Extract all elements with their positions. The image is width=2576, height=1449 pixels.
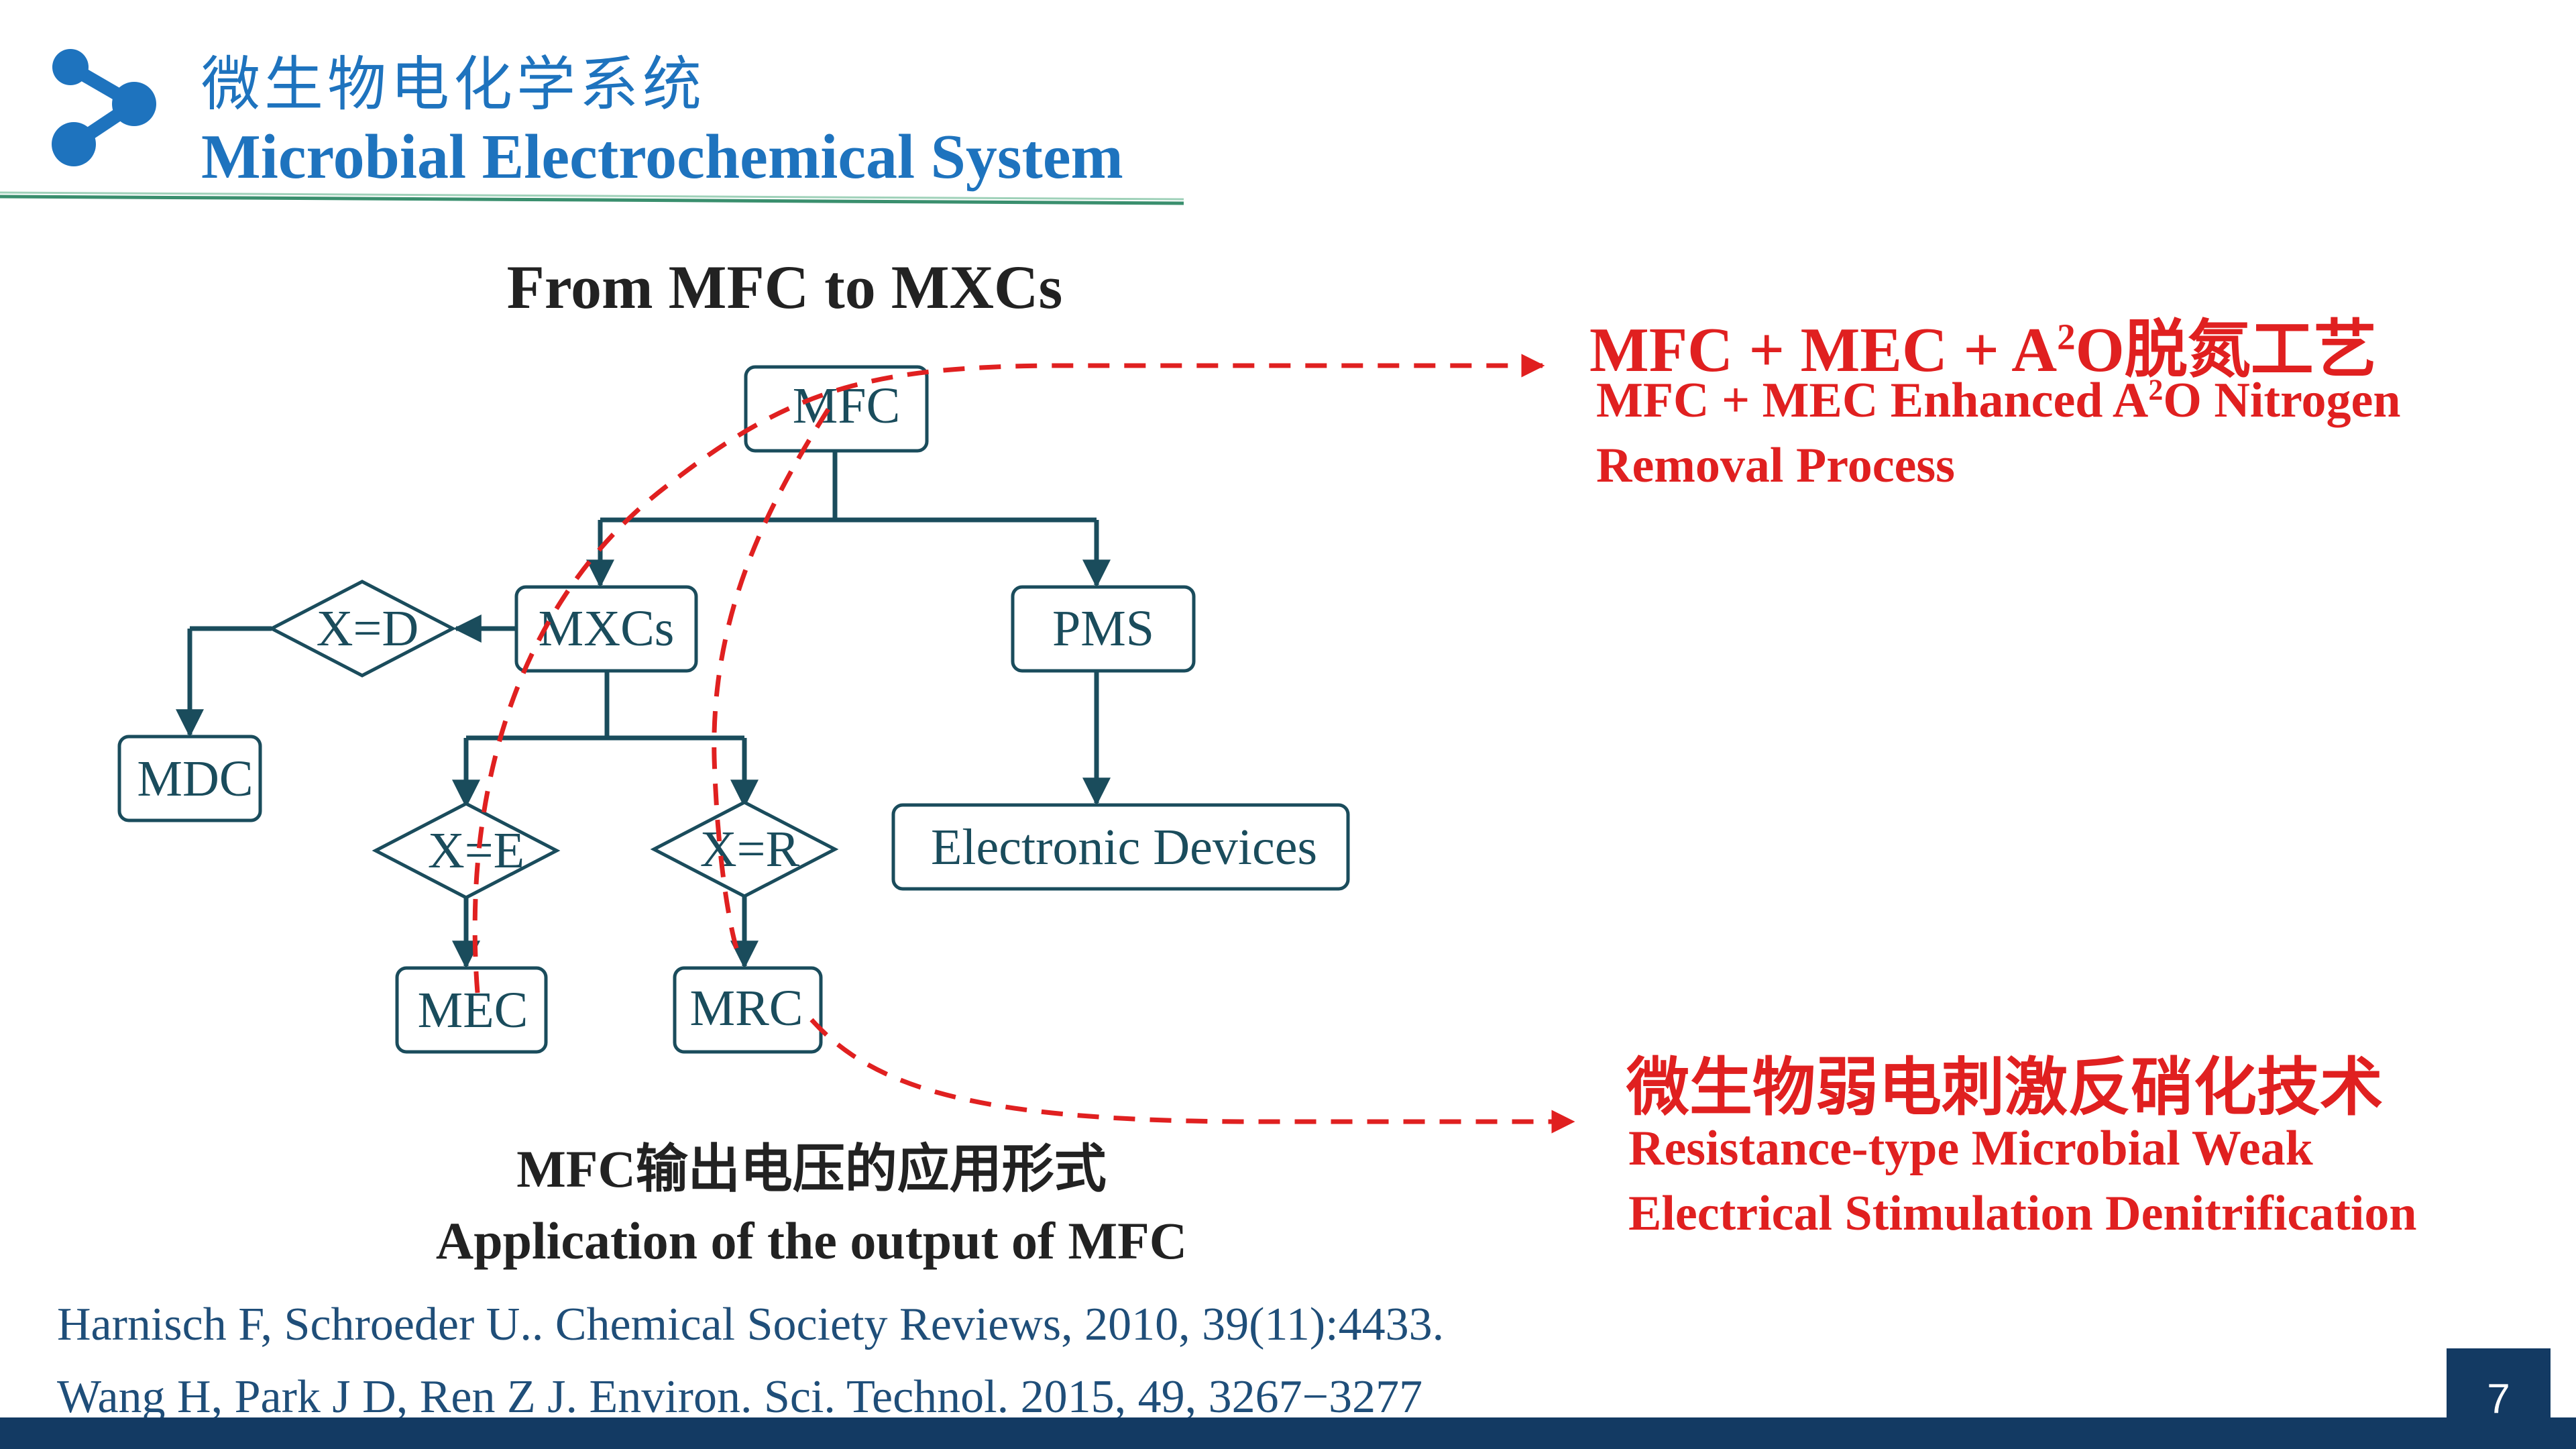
mec-node: [395, 966, 548, 1054]
mxcs-label: MXCs: [539, 600, 675, 657]
pms-label: PMS: [1052, 600, 1154, 657]
top-callout-subtitle-line2: Removal Process: [1596, 438, 1955, 493]
pms-node: [1011, 585, 1196, 673]
page-number: 7: [2447, 1348, 2551, 1449]
footer-bar: [0, 1417, 2576, 1449]
mrc-label: MRC: [690, 980, 803, 1036]
diagram-caption-en: Application of the output of MFC: [435, 1212, 1188, 1270]
x-equals-r-decision: [650, 800, 839, 898]
diagram-caption-cn: MFC输出电压的应用形式: [516, 1140, 1107, 1198]
x-equals-d-decision: [268, 580, 457, 678]
xr-label: X=R: [700, 821, 800, 877]
electronic-devices-label: Electronic Devices: [931, 819, 1317, 875]
xd-label: X=D: [317, 600, 419, 657]
bottom-callout-subtitle-line1: Resistance-type Microbial Weak: [1628, 1121, 2313, 1176]
mdc-label: MDC: [137, 751, 253, 807]
mdc-node: [117, 735, 262, 822]
page-title-en: Microbial Electrochemical System: [201, 122, 1123, 192]
bottom-callout-subtitle-line2: Electrical Stimulation Denitrification: [1628, 1186, 2417, 1241]
dashed-arc-mrc-to-bottom-callout: [809, 1018, 1575, 1134]
bottom-callout-title: 微生物弱电刺激反硝化技术: [1626, 1051, 2384, 1124]
diagram-title: From MFC to MXCs: [506, 253, 1063, 321]
page-title-cn: 微生物电化学系统: [201, 50, 706, 119]
top-callout-title: MFC + MEC + A2O脱氮工艺: [1589, 315, 2377, 385]
mfc-node: [744, 365, 929, 453]
reference-1: Harnisch F, Schroeder U.. Chemical Socie…: [57, 1299, 1445, 1350]
top-callout-subtitle-line1: MFC + MEC Enhanced A2O Nitrogen: [1596, 373, 2401, 428]
x-equals-e-decision: [372, 802, 561, 900]
mec-label: MEC: [418, 982, 528, 1038]
mrc-node: [673, 966, 823, 1054]
dashed-arc-mxc-inner: [712, 408, 830, 954]
reference-2: Wang H, Park J D, Ren Z J. Environ. Sci.…: [57, 1371, 1423, 1423]
dashed-arc-mec-to-top-callout: [472, 354, 1545, 994]
electronic-devices-node: [891, 803, 1350, 891]
mxcs-node: [514, 585, 698, 673]
